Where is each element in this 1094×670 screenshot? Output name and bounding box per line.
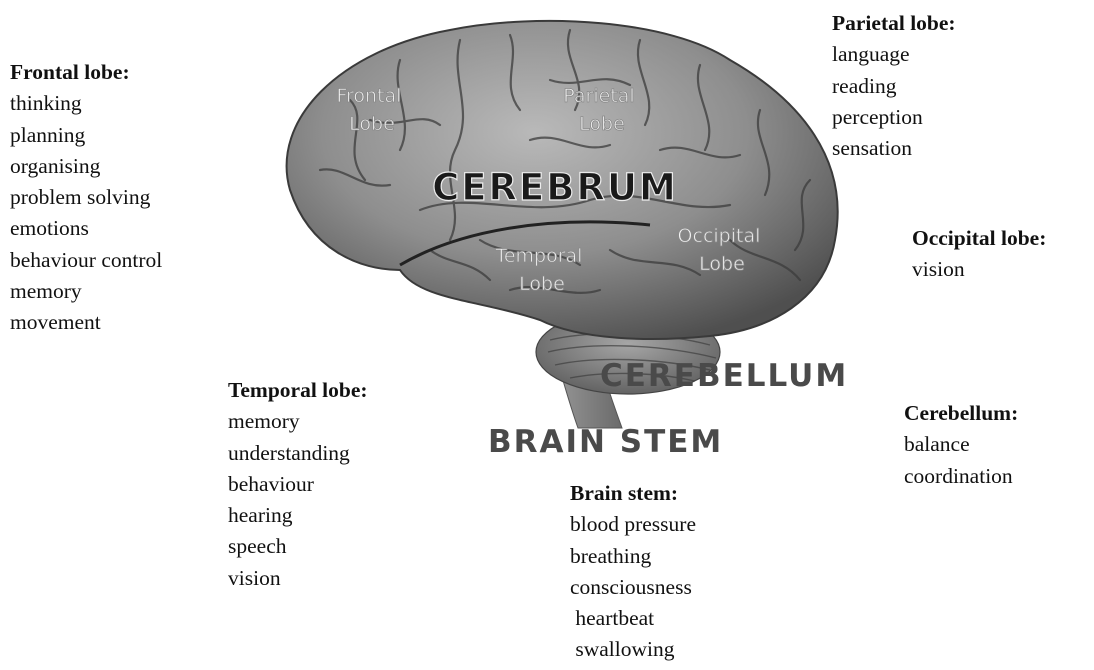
function-item: blood pressure bbox=[570, 509, 696, 540]
frontal-lobe-functions: thinking planning organising problem sol… bbox=[10, 88, 162, 338]
temporal-lobe-callout: Temporal lobe: memory understanding beha… bbox=[228, 375, 368, 594]
parietal-lobe-heading: Parietal lobe: bbox=[832, 8, 956, 39]
occipital-lobe-heading: Occipital lobe: bbox=[912, 223, 1046, 254]
parietal-lobe-callout: Parietal lobe: language reading percepti… bbox=[832, 8, 956, 164]
function-item: understanding bbox=[228, 438, 368, 469]
function-item: problem solving bbox=[10, 182, 162, 213]
cerebellum-functions: balance coordination bbox=[904, 429, 1018, 492]
parietal-lobe-functions: language reading perception sensation bbox=[832, 39, 956, 164]
function-item: perception bbox=[832, 102, 956, 133]
function-item: breathing bbox=[570, 541, 696, 572]
function-item: memory bbox=[228, 406, 368, 437]
brain-stem-functions: blood pressure breathing consciousness h… bbox=[570, 509, 696, 665]
function-item: balance bbox=[904, 429, 1018, 460]
function-item: behaviour bbox=[228, 469, 368, 500]
function-item: behaviour control bbox=[10, 245, 162, 276]
occipital-lobe-callout: Occipital lobe: vision bbox=[912, 223, 1046, 286]
function-item: swallowing bbox=[570, 634, 696, 665]
function-item: consciousness bbox=[570, 572, 696, 603]
function-item: sensation bbox=[832, 133, 956, 164]
cerebellum-image-label: CEREBELLUM bbox=[600, 358, 848, 394]
function-item: heartbeat bbox=[570, 603, 696, 634]
function-item: language bbox=[832, 39, 956, 70]
function-item: planning bbox=[10, 120, 162, 151]
function-item: vision bbox=[228, 563, 368, 594]
temporal-lobe-functions: memory understanding behaviour hearing s… bbox=[228, 406, 368, 594]
function-item: movement bbox=[10, 307, 162, 338]
frontal-lobe-heading: Frontal lobe: bbox=[10, 57, 162, 88]
occipital-lobe-functions: vision bbox=[912, 254, 1046, 285]
function-item: organising bbox=[10, 151, 162, 182]
frontal-lobe-callout: Frontal lobe: thinking planning organisi… bbox=[10, 57, 162, 339]
brain-stem-image-label: BRAIN STEM bbox=[488, 424, 723, 460]
cerebellum-heading: Cerebellum: bbox=[904, 398, 1018, 429]
function-item: memory bbox=[10, 276, 162, 307]
function-item: coordination bbox=[904, 461, 1018, 492]
function-item: reading bbox=[832, 71, 956, 102]
brain-stem-heading: Brain stem: bbox=[570, 478, 696, 509]
function-item: hearing bbox=[228, 500, 368, 531]
cerebellum-callout: Cerebellum: balance coordination bbox=[904, 398, 1018, 492]
brain-stem-callout: Brain stem: blood pressure breathing con… bbox=[570, 478, 696, 666]
function-item: emotions bbox=[10, 213, 162, 244]
cerebrum-image-label: CEREBRUM bbox=[432, 166, 678, 209]
function-item: thinking bbox=[10, 88, 162, 119]
function-item: speech bbox=[228, 531, 368, 562]
temporal-lobe-heading: Temporal lobe: bbox=[228, 375, 368, 406]
function-item: vision bbox=[912, 254, 1046, 285]
